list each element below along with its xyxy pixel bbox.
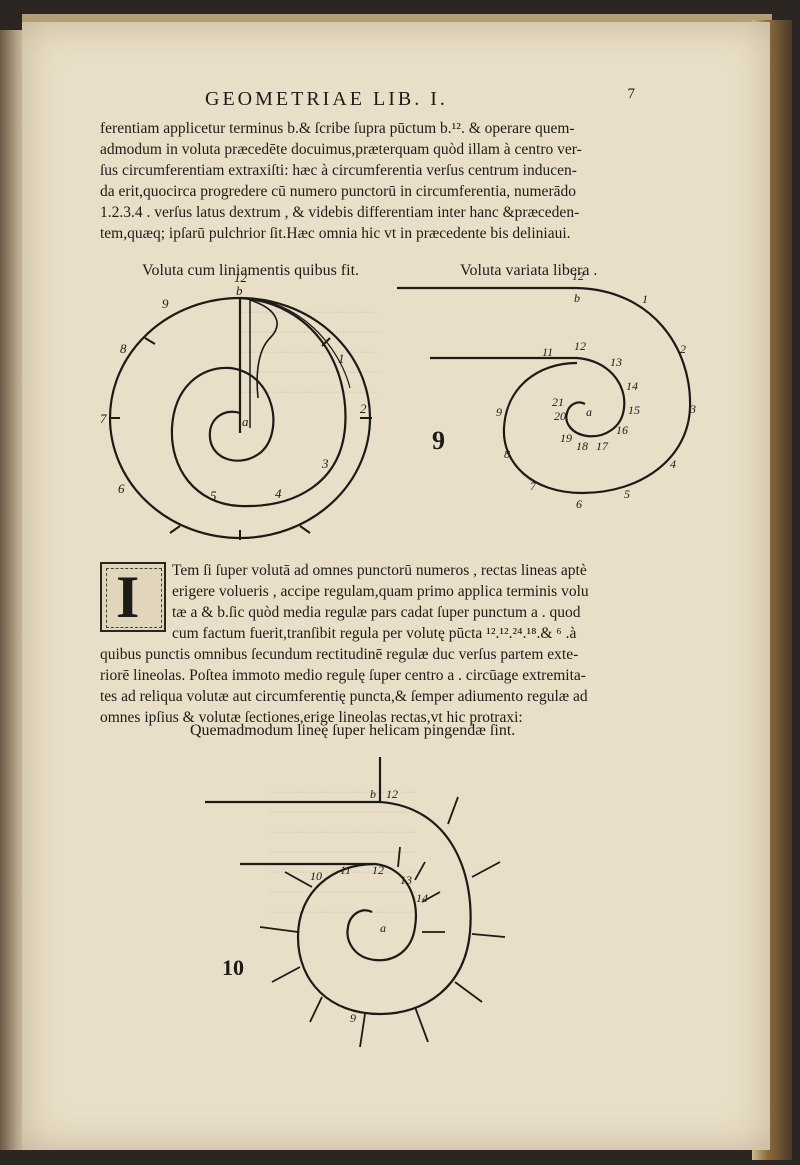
caption-bottom-figure: Quemadmodum lineę ſuper helicam pingendæ…	[190, 722, 516, 739]
initial-letter: I	[116, 564, 140, 630]
figure-number-9: 9	[432, 426, 445, 455]
label-9: 7	[100, 411, 107, 426]
label-4: 4	[670, 457, 676, 471]
label-16: 16	[616, 423, 628, 437]
decorated-initial: I	[100, 562, 166, 632]
label-a: a	[586, 405, 592, 419]
text-line: ſus circumferentiam extraxiſti: hæc à ci…	[100, 162, 577, 179]
label-11: 11	[340, 863, 351, 877]
label-3: 3	[689, 402, 696, 416]
figure-helix-with-lineolae: 12 b 10 11 12 13 14 a 9	[200, 752, 530, 1062]
label-5: 5	[624, 487, 630, 501]
show-through-text-lower: ........................................…	[270, 782, 417, 917]
label-6: 6	[576, 497, 582, 511]
figure-volute-with-lines: 12 b a 2 7 6 8 9 3 4 5 1	[100, 268, 390, 558]
label-9: 9	[496, 405, 502, 419]
caption-right-figure: Voluta variata libera .	[460, 262, 598, 279]
text-line: tes ad reliqua volutæ aut circumferentię…	[100, 688, 588, 705]
volute-left-svg: 12 b a 2 7 6 8 9 3 4 5 1	[100, 270, 372, 540]
inner-spiral	[565, 356, 626, 438]
label-19: 19	[560, 431, 572, 445]
label-8: 8	[504, 447, 510, 461]
text-line: ferentiam applicetur terminus b.& ſcribe…	[100, 120, 575, 137]
label-a: a	[380, 921, 386, 935]
label-20: 20	[554, 409, 566, 423]
text-line: tæ a & b.ſic quòd media regulæ pars cada…	[172, 604, 581, 621]
label-17: 17	[596, 439, 609, 453]
label-13: 13	[610, 355, 622, 369]
text-line: 1.2.3.4 . verſus latus dextrum , & videb…	[100, 204, 580, 221]
label-9: 9	[350, 1011, 356, 1025]
text-line: da erit,quocirca progredere cū numero pu…	[100, 183, 576, 200]
label-13: 13	[400, 873, 412, 887]
inner-spiral-arc	[208, 366, 275, 462]
label-18: 18	[576, 439, 588, 453]
label-5: 4	[275, 486, 282, 501]
text-line: admodum in voluta præcedēte docuimus,præ…	[100, 141, 582, 158]
text-line: Tem ſi ſuper volutā ad omnes punctorū nu…	[172, 562, 587, 579]
running-head-title: GEOMETRIAE LIB. I.	[205, 88, 448, 110]
label-2: 1	[338, 351, 345, 366]
text-line: riorē lineolas. Poſtea immoto medio regu…	[100, 667, 586, 684]
running-header: GEOMETRIAE LIB. I. 7	[205, 86, 645, 110]
label-b: b	[370, 787, 376, 801]
initial-ornament-border	[106, 568, 162, 628]
volute-right-svg: 12 b 1 2 3 4 5 6 7 8 9 11 12 13 14 15 16…	[397, 269, 696, 511]
caption-left-figure: Voluta cum liniamentis quibus fit.	[142, 262, 360, 279]
label-11: 11	[542, 345, 553, 359]
label-7: 5	[210, 488, 217, 503]
label-b: b	[236, 283, 243, 298]
outer-spiral-arc	[170, 296, 347, 508]
label-4: 3	[321, 456, 329, 471]
outer-spiral	[502, 286, 692, 495]
inner-helix	[346, 862, 418, 962]
figure-volute-free: 12 b 1 2 3 4 5 6 7 8 9 11 12 13 14 15 16…	[392, 268, 712, 518]
label-14: 14	[416, 891, 428, 905]
outer-helix	[296, 800, 472, 1016]
label-1: 1	[642, 292, 648, 306]
label-3: 2	[360, 401, 367, 416]
label-12-inner: 12	[372, 863, 384, 877]
label-12-inner: 12	[574, 339, 586, 353]
label-11: 9	[162, 296, 169, 311]
label-10: 8	[120, 341, 127, 356]
label-12: 12	[234, 270, 248, 285]
label-14: 14	[626, 379, 638, 393]
label-10: 10	[310, 869, 322, 883]
label-12: 12	[572, 269, 584, 283]
text-line: quibus punctis omnibus ſecundum rectitud…	[100, 646, 579, 663]
figure-number-10: 10	[222, 955, 244, 980]
text-line: omnes ipſius & volutæ ſectiones,erige li…	[100, 709, 523, 726]
text-line: tem,quæq; ipſarū pulchrior ſit.Hæc omnia…	[100, 225, 571, 242]
label-15: 15	[628, 403, 640, 417]
label-12: 12	[386, 787, 398, 801]
label-8: 6	[118, 481, 125, 496]
text-line: erigere volueris , accipe regulam,quam p…	[172, 583, 589, 600]
label-21: 21	[552, 395, 564, 409]
helix-bottom-svg: 12 b 10 11 12 13 14 a 9	[205, 757, 506, 1048]
label-2: 2	[680, 342, 686, 356]
label-a: a	[242, 414, 249, 429]
folio-number: 7	[627, 86, 636, 102]
label-b: b	[574, 291, 580, 305]
text-line: cum factum fuerit,tranſibit regula per v…	[172, 625, 577, 642]
label-7: 7	[530, 479, 537, 493]
